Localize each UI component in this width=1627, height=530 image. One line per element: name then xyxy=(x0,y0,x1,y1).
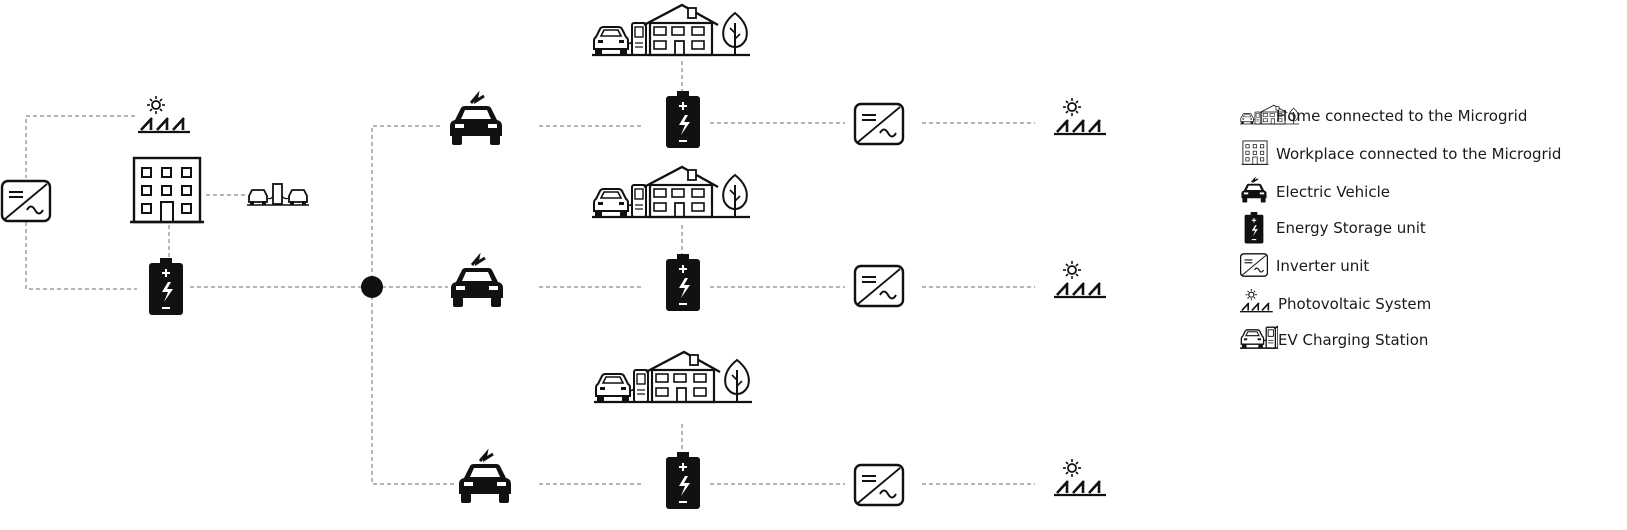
legend-item-workplace: Workplace connected to the Microgrid xyxy=(1240,138,1620,172)
electric-vehicle-icon xyxy=(448,94,504,147)
inverter-icon xyxy=(0,179,52,223)
battery-icon xyxy=(665,90,701,149)
battery-icon xyxy=(148,257,184,316)
legend-item-home: Home connected to the Microgrid xyxy=(1240,100,1620,134)
legend-label: Workplace connected to the Microgrid xyxy=(1276,145,1562,163)
legend-item-ev: Electric Vehicle xyxy=(1240,176,1620,210)
inverter-icon xyxy=(1240,253,1268,277)
solar-panel-icon xyxy=(1240,288,1274,313)
battery-icon xyxy=(1244,212,1264,244)
microgrid-node xyxy=(361,276,383,298)
legend-label: EV Charging Station xyxy=(1278,331,1429,349)
connection-lines xyxy=(25,61,1035,485)
home-icon xyxy=(590,3,752,57)
electric-vehicle-icon xyxy=(1240,178,1268,204)
solar-panel-icon xyxy=(1052,457,1108,497)
ev-charging-station-icon xyxy=(246,183,310,206)
workplace-icon xyxy=(128,156,206,224)
solar-panel-icon xyxy=(136,94,192,134)
legend-label: Electric Vehicle xyxy=(1276,183,1390,201)
legend-item-pv: Photovoltaic System xyxy=(1240,288,1620,322)
legend-label: Inverter unit xyxy=(1276,257,1370,275)
battery-icon xyxy=(665,253,701,312)
home-icon xyxy=(590,165,752,219)
electric-vehicle-icon xyxy=(457,452,513,505)
battery-icon xyxy=(665,451,701,510)
legend-label: Energy Storage unit xyxy=(1276,219,1426,237)
legend-item-charging: EV Charging Station xyxy=(1240,324,1620,358)
legend-label: Photovoltaic System xyxy=(1278,295,1432,313)
solar-panel-icon xyxy=(1052,96,1108,136)
workplace-icon xyxy=(1241,140,1269,165)
inverter-icon xyxy=(853,463,905,507)
solar-panel-icon xyxy=(1052,259,1108,299)
electric-vehicle-icon xyxy=(449,256,505,309)
inverter-icon xyxy=(853,102,905,146)
legend-item-storage: Energy Storage unit xyxy=(1240,212,1620,246)
home-icon xyxy=(592,350,754,404)
ev-charging-station-icon xyxy=(1240,324,1278,349)
legend-item-inverter: Inverter unit xyxy=(1240,250,1620,284)
inverter-icon xyxy=(853,264,905,308)
legend-label: Home connected to the Microgrid xyxy=(1276,107,1528,125)
